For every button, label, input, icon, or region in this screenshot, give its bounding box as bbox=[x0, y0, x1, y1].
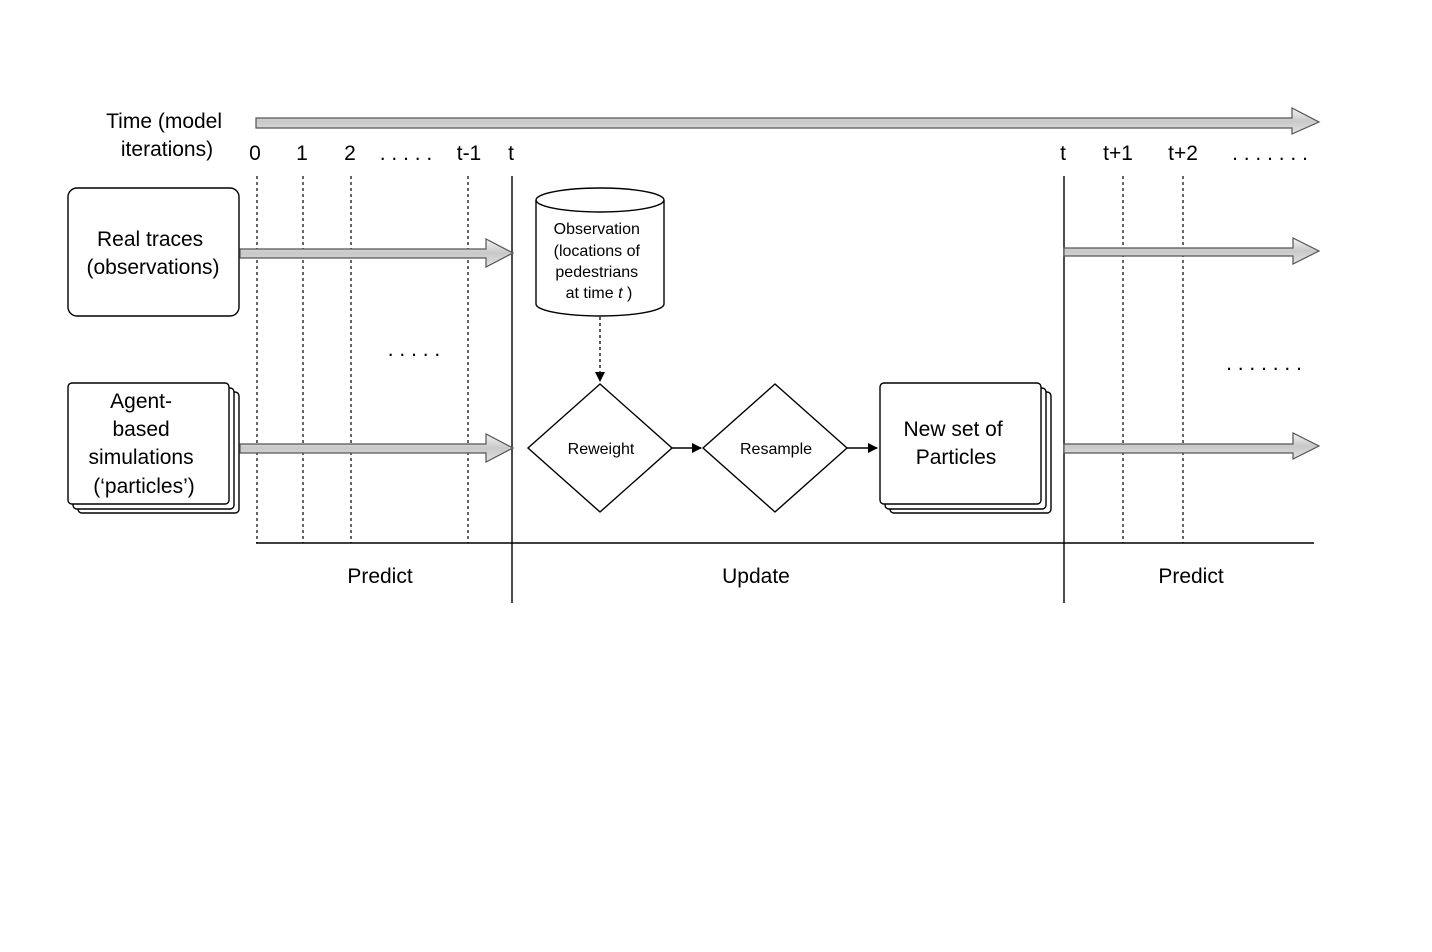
time-axis-label: Time (model iterations) bbox=[106, 110, 228, 161]
new-particles-stack bbox=[879, 382, 1052, 514]
observation-label: Observation (locations of pedestrians at… bbox=[554, 221, 645, 302]
reweight-label: Reweight bbox=[568, 441, 635, 458]
tick-ellipsis: . . . . . . . bbox=[1232, 142, 1308, 165]
phase-label-predict-right: Predict bbox=[1158, 565, 1224, 588]
agents-arrow-right bbox=[1063, 432, 1321, 460]
tick-label: t bbox=[508, 142, 514, 165]
time-gridlines bbox=[256, 176, 1184, 543]
new-particles-label: New set of Particles bbox=[903, 418, 1008, 469]
real-traces-arrow-right bbox=[1063, 237, 1321, 265]
real-traces-box bbox=[67, 187, 240, 317]
rows-ellipsis-left: . . . . . bbox=[388, 338, 441, 361]
observation-cylinder bbox=[535, 187, 665, 317]
tick-label: t-1 bbox=[457, 142, 482, 165]
resample-label: Resample bbox=[740, 441, 812, 458]
time-arrow bbox=[255, 107, 1321, 135]
agent-simulations-label: Agent- based simulations (‘particles’) bbox=[89, 390, 200, 498]
tick-label: t+1 bbox=[1103, 142, 1133, 165]
real-traces-arrow bbox=[239, 238, 515, 268]
tick-ellipsis: . . . . . bbox=[380, 142, 433, 165]
agent-simulations-stack bbox=[67, 382, 240, 514]
tick-label: 2 bbox=[344, 142, 356, 165]
real-traces-label: Real traces (observations) bbox=[86, 228, 219, 279]
agents-arrow bbox=[239, 433, 515, 463]
rows-ellipsis-right: . . . . . . . bbox=[1226, 352, 1302, 375]
reweight-diamond bbox=[526, 383, 674, 513]
tick-label: 0 bbox=[249, 142, 261, 165]
phase-label-predict-left: Predict bbox=[347, 565, 413, 588]
phase-label-update: Update bbox=[722, 565, 790, 588]
tick-label: t bbox=[1060, 142, 1066, 165]
tick-label: 1 bbox=[296, 142, 308, 165]
tick-label: t+2 bbox=[1168, 142, 1198, 165]
resample-diamond bbox=[701, 383, 849, 513]
